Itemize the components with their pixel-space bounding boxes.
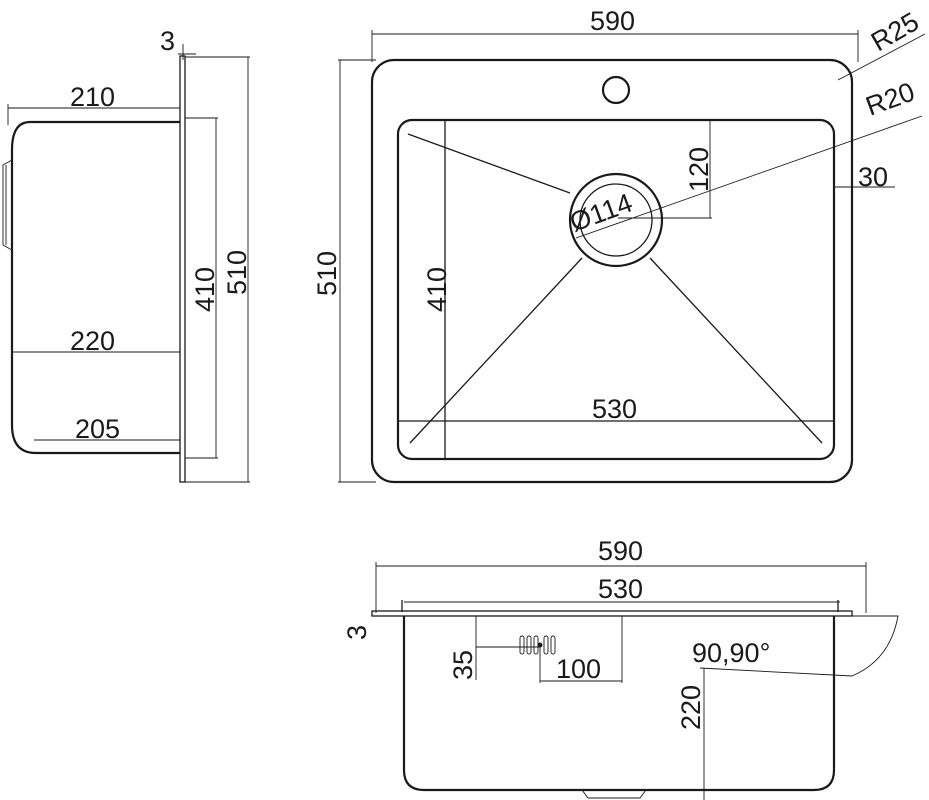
side-top-depth-label: 210	[70, 82, 115, 112]
top-overall-height-label: 510	[312, 251, 342, 296]
drain-inner	[579, 183, 653, 257]
side-view: 3 210 220 205 410 510	[2, 26, 252, 483]
tap-hole	[601, 75, 631, 105]
side-flange	[179, 55, 186, 483]
front-view: 590 530 3 35 100 220 90,90°	[342, 536, 899, 800]
overflow-slots-icon	[519, 635, 556, 655]
top-overall-width-label: 590	[590, 6, 635, 36]
side-mid-depth-label: 220	[70, 326, 115, 356]
top-rim-width-label: 30	[858, 162, 888, 192]
slope-line-top-left	[407, 133, 571, 194]
side-bowl-height-label: 410	[190, 267, 220, 312]
top-bowl-width-label: 530	[592, 394, 637, 424]
front-angle-label: 90,90°	[692, 638, 770, 668]
front-overflow-offset-label: 100	[556, 654, 601, 684]
slope-line-bottom-right	[649, 257, 823, 444]
front-overall-width-label: 590	[598, 536, 643, 566]
front-rim-profile	[699, 615, 899, 677]
top-r20-leader	[575, 115, 923, 239]
side-total-height-label: 510	[222, 250, 252, 295]
drain-outer	[568, 172, 664, 268]
side-drain-stub	[2, 159, 13, 251]
front-depth-label: 220	[676, 685, 706, 730]
front-drain-stub	[581, 789, 647, 799]
top-drain-offset-label: 120	[684, 147, 714, 192]
top-outer-rim	[370, 58, 854, 484]
front-overflow-height-label: 35	[448, 650, 478, 680]
front-bowl-outline	[402, 616, 836, 792]
side-thickness-label: 3	[160, 26, 175, 56]
top-view: 590 R25 R20 30 510 410 530 120 Ø114	[312, 6, 926, 484]
slope-line-bottom-left	[409, 257, 583, 444]
side-bowl-outline	[10, 120, 180, 455]
top-r25-leader	[837, 33, 926, 81]
front-thickness-label: 3	[342, 625, 372, 640]
front-bowl-width-label: 530	[598, 574, 643, 604]
side-bottom-depth-label: 205	[75, 414, 120, 444]
front-flange	[371, 610, 853, 617]
top-inner-radius-label: R20	[862, 77, 919, 122]
top-bowl-height-label: 410	[422, 267, 452, 312]
